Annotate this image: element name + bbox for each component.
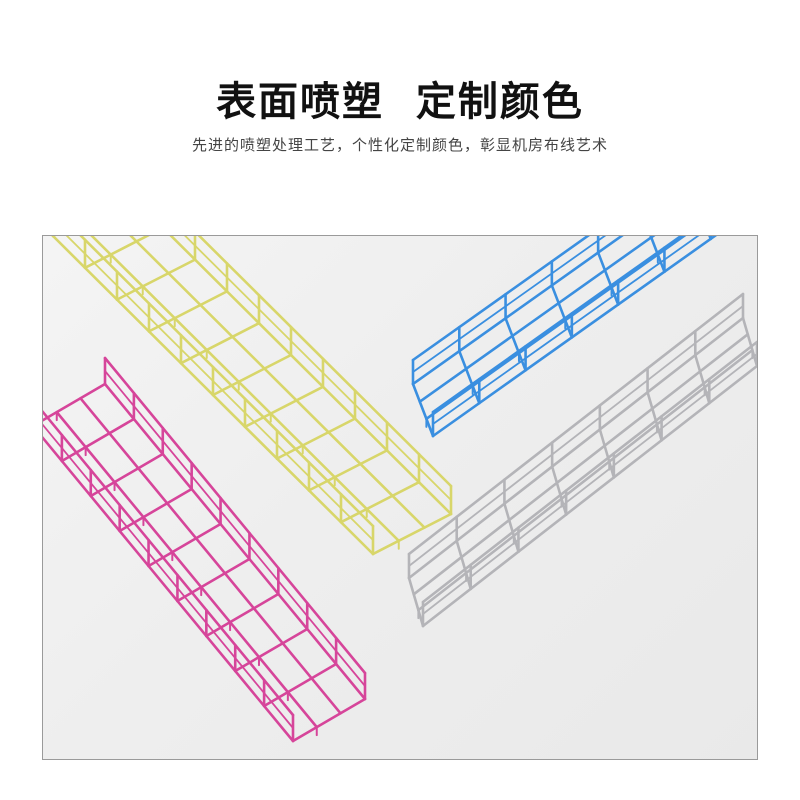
page-title: 表面喷塑 定制颜色 (216, 79, 584, 125)
pink-wire-tray (43, 356, 367, 743)
yellow-wire-tray (51, 236, 453, 556)
wire-tray-illustration (43, 236, 757, 743)
blue-wire-tray (411, 236, 717, 438)
page-subtitle: 先进的喷塑处理工艺，个性化定制颜色，彰显机房布线艺术 (191, 136, 608, 154)
grey-wire-tray (407, 292, 757, 628)
product-photo (42, 235, 758, 760)
